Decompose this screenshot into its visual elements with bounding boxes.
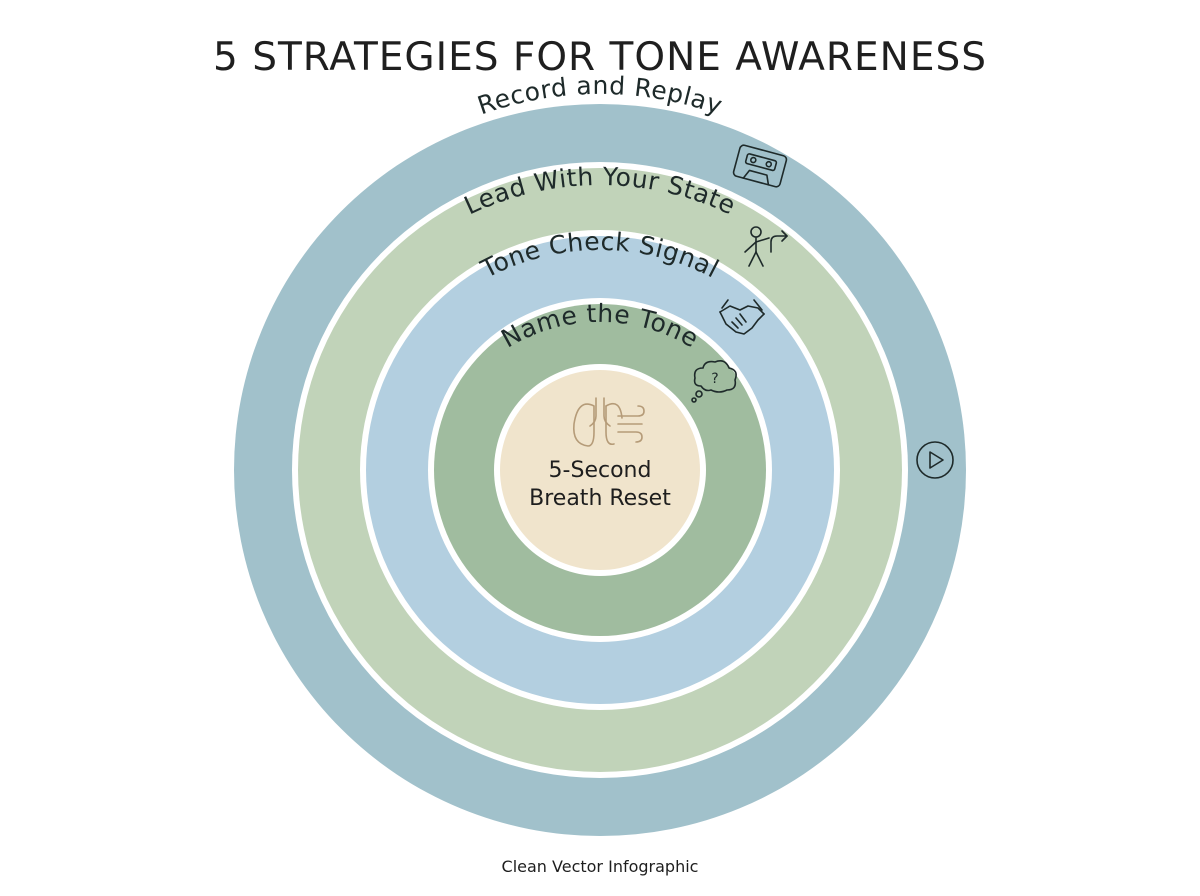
- lungs-breath-icon: [572, 397, 645, 447]
- thought-bubble-question-icon: ?: [691, 360, 737, 403]
- svg-text:?: ?: [711, 371, 718, 387]
- footer-caption: Clean Vector Infographic: [502, 857, 699, 876]
- core-label-line1: 5-Second: [549, 458, 652, 483]
- play-button-icon[interactable]: [916, 441, 954, 479]
- core-label-line2: Breath Reset: [529, 486, 671, 511]
- page-title: 5 STRATEGIES FOR TONE AWARENESS: [213, 35, 987, 80]
- person-pointing-icon: [744, 226, 788, 267]
- core-circle: [500, 370, 700, 570]
- cassette-tape-icon: [732, 144, 788, 188]
- handshake-icon: [719, 299, 765, 335]
